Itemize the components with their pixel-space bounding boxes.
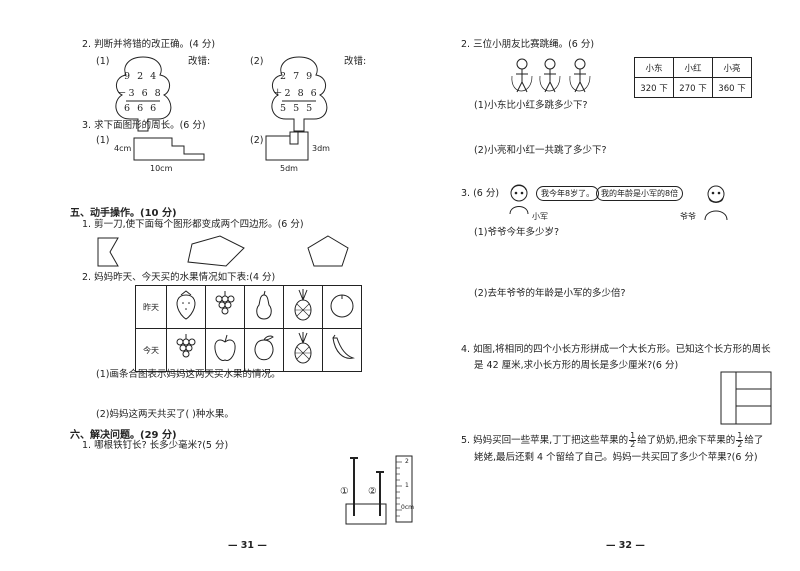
p1-line2: －3 6 8 [117,88,163,99]
ruler-label-2: 2 [405,458,409,465]
sec5-q2: 2. 妈妈昨天、今天买的水果情况如下表:(4 分) [82,272,276,283]
q2-p2-label: (2) [250,56,264,67]
tree-shape-1 [115,56,172,132]
q3-title: 3. 求下面图形的周长。(6 分) [82,120,206,131]
name-xiaojun: 小军 [532,212,548,221]
kids-jumping-rope-icon [511,58,591,93]
sec5-sub1: (1)画条合图表示妈妈这两天买水果的情况。 [96,369,281,380]
grandpa-icon [704,185,728,221]
strawberry-icon [176,290,196,320]
pineapple-icon [294,289,312,321]
nails-ruler-figure [345,455,413,525]
r-q2-title: 2. 三位小朋友比赛跳绳。(6 分) [461,39,595,50]
q2-p1-label: (1) [96,56,110,67]
peach-icon [254,335,274,361]
grapes-icon [215,291,235,315]
r-q2-s1: (1)小东比小红多跳多少下? [474,100,588,111]
fruit-row-yesterday: 昨天 [135,285,362,329]
p1-line3: 6 6 6 [124,103,159,114]
header-xiaodong: 小东 [634,57,674,78]
r-q2-s2: (2)小亮和小红一共跳了多少下? [474,145,607,156]
value-xiaodong: 320 下 [634,77,674,98]
bubble-grandpa: 我的年龄是小军的8倍 [596,186,684,201]
r-q3-title: 3. (6 分) [461,188,500,199]
sec5-q1: 1. 剪一刀,使下面每个图形都变成两个四边形。(6 分) [82,219,304,230]
boy-xiaojun-icon [509,184,529,215]
sec5-sub2: (2)妈妈这两天共买了( )种水果。 [96,409,234,420]
p2-correct-label: 改错: [344,56,367,67]
pineapple-icon [294,332,312,364]
grapes-icon [176,334,196,358]
pentagon-notch-shape [97,237,119,267]
regular-pentagon-shape [307,235,349,267]
step-shape-1 [133,137,205,161]
f1-bottom-label: 10cm [150,164,173,173]
rectangles-figure [720,371,772,425]
r-q3-s1: (1)爷爷今年多少岁? [474,227,559,238]
rope-score-table: 小东 小红 小亮 320 下 270 下 360 下 [634,57,752,98]
row-label-today: 今天 [135,328,167,372]
nail-1-label: ① [340,486,349,497]
page-number-left: — 31 — [228,540,267,551]
row-label-yesterday: 昨天 [135,285,167,329]
sec5-title: 五、动手操作。(10 分) [70,208,177,219]
ruler [395,455,413,523]
r-q5-line2: 姥姥,最后还剩 4 个留给了自己。妈妈一共买回了多少个苹果?(6 分) [474,452,758,463]
apple-icon [214,334,236,361]
header-xiaoliang: 小亮 [712,57,752,78]
p1-line1: 9 2 4 [124,71,159,82]
r-q4-line2: 是 42 厘米,求小长方形的周长是多少厘米?(6 分) [474,360,679,371]
name-grandpa: 爷爷 [680,212,696,221]
nail-2-label: ② [368,486,377,497]
f2-side-label: 3dm [312,144,330,153]
banana-icon [332,334,355,359]
value-xiaoliang: 360 下 [712,77,752,98]
f1-side-label: 4cm [114,144,132,153]
q3-f1-label: (1) [96,135,110,146]
p2-line1: 2 7 9 [280,71,315,82]
page-number-right: — 32 — [606,540,645,551]
p1-correct-label: 改错: [188,56,211,67]
irregular-pentagon-shape [187,235,245,267]
q2-title: 2. 判断并将错的改正确。(4 分) [82,39,216,50]
sec6-title: 六、解决问题。(29 分) [70,430,177,441]
sec6-q1: 1. 哪根铁钉长? 长多少毫米?(5 分) [82,440,229,451]
fruit-table: 昨天 今天 [135,285,362,372]
bubble-xiaojun: 我今年8岁了。 [536,186,600,201]
value-xiaohong: 270 下 [673,77,713,98]
r-q3-s2: (2)去年爷爷的年龄是小军的多少倍? [474,288,626,299]
fruit-row-today: 今天 [135,328,362,372]
ruler-label-1: 1 [405,482,409,489]
p2-line3: 5 5 5 [280,103,315,114]
header-xiaohong: 小红 [673,57,713,78]
cut-shapes [97,235,349,267]
ruler-label-0: 0cm [401,504,414,511]
p2-line2: ＋2 8 6 [273,88,319,99]
notch-shape-2 [265,131,309,161]
q3-f2-label: (2) [250,135,264,146]
pear-icon [256,290,272,320]
tree-shape-2 [271,56,328,132]
f2-bottom-label: 5dm [280,164,298,173]
r-q4-line1: 4. 如图,将相同的四个小长方形拼成一个大长方形。已知这个长方形的周长 [461,344,771,355]
orange-icon [330,294,354,318]
